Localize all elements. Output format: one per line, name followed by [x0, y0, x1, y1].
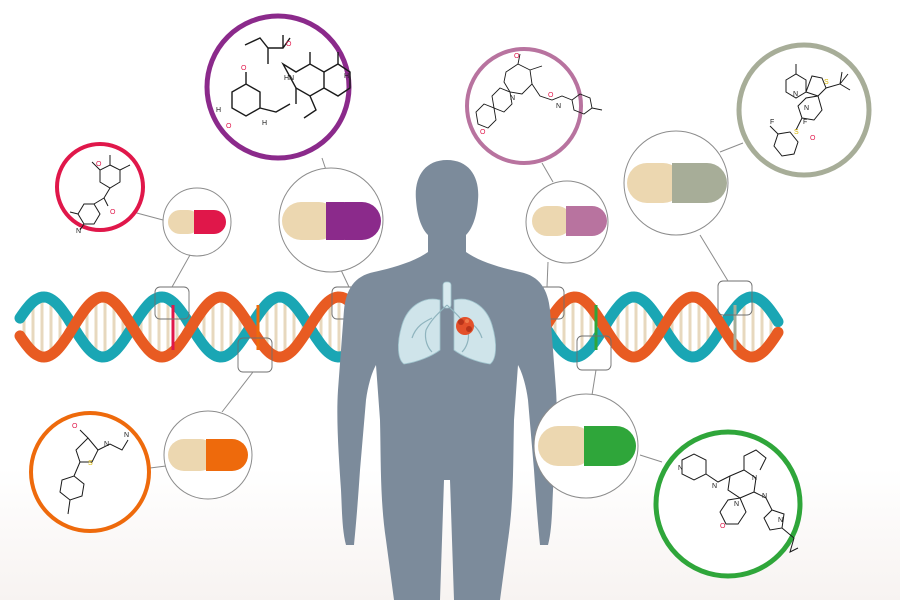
lungs [398, 281, 496, 365]
atom-label: O [72, 423, 78, 430]
atom-label: O [720, 523, 726, 530]
atom-label: N [734, 501, 739, 508]
atom-label: N [752, 475, 757, 482]
connector-lines [132, 142, 744, 469]
molecule-structure-mauve [475, 53, 603, 129]
atom-label: O [514, 53, 520, 60]
atom-label: N [678, 465, 683, 472]
molecule-badge-sage[interactable]: N S N S F F O [736, 42, 872, 178]
molecule-badge-purple[interactable]: O O HN H O H H [204, 13, 352, 161]
atom-label: O [286, 41, 292, 48]
atom-label: N [76, 228, 81, 235]
atom-label: O [241, 65, 247, 72]
atom-label: O [110, 209, 116, 216]
atom-label: O [226, 123, 232, 130]
atom-label: N [762, 493, 767, 500]
lung-tumor [456, 317, 474, 335]
atom-label: S [88, 460, 93, 467]
molecule-badge-mauve[interactable]: O N O N O [465, 47, 603, 165]
molecule-badges: O O N O O HN H O H H [29, 13, 872, 579]
right-lung [453, 298, 496, 365]
molecule-structure-orange [59, 429, 129, 515]
atom-label: N [712, 483, 717, 490]
highlight-box-sage [717, 280, 753, 316]
capsule-red[interactable] [162, 187, 232, 257]
atom-label: N [804, 105, 809, 112]
atom-label: F [770, 119, 774, 126]
connector-mauve-molecule [541, 162, 554, 183]
capsule-orange[interactable] [163, 410, 253, 500]
molecule-badge-green[interactable]: N N N N N N O [653, 429, 803, 579]
molecule-structure-sage [769, 64, 851, 157]
atom-label: S [824, 79, 829, 86]
connector-red-dna [171, 254, 191, 288]
highlight-box-green [576, 335, 612, 371]
connector-red-molecule [132, 211, 164, 221]
capsule-sage[interactable] [623, 130, 729, 236]
atom-label: N [778, 517, 783, 524]
atom-label: S [794, 129, 799, 136]
highlight-box-orange [237, 337, 273, 373]
atom-label: H [344, 73, 349, 80]
atom-label: O [480, 129, 486, 136]
atom-label: H [262, 120, 267, 127]
atom-label: O [548, 92, 554, 99]
connector-green-dna [591, 369, 597, 396]
molecule-structure-purple [231, 35, 351, 119]
molecule-structure-red [69, 155, 131, 231]
connector-sage-molecule [719, 142, 744, 153]
atom-label: O [96, 161, 102, 168]
capsule-green[interactable] [533, 393, 639, 499]
connector-orange-dna [221, 371, 254, 413]
connector-mauve-dna [546, 261, 549, 288]
molecule-badge-red[interactable]: O O N [55, 142, 145, 235]
capsule-mauve[interactable] [525, 180, 609, 264]
capsule-purple[interactable] [278, 167, 384, 273]
molecule-structure-green [681, 449, 799, 553]
connector-orange-molecule [149, 465, 167, 469]
atom-label: HN [284, 75, 294, 82]
connector-green-molecule [639, 454, 663, 463]
atom-label: F [803, 119, 807, 126]
atom-label: N [510, 95, 515, 102]
atom-label: N [104, 441, 109, 448]
human-body-silhouette [337, 160, 557, 600]
left-lung [398, 298, 441, 365]
body-silhouette [337, 160, 557, 600]
drug-capsules [162, 130, 729, 500]
atom-label: H [216, 107, 221, 114]
connector-sage-dna [699, 234, 729, 282]
molecule-badge-orange[interactable]: O S N N [29, 411, 151, 533]
trachea [442, 281, 452, 309]
connector-purple-dna [340, 269, 350, 288]
atom-label: N [124, 432, 129, 439]
atom-label: O [810, 135, 816, 142]
atom-label: N [556, 103, 561, 110]
atom-label: N [793, 91, 798, 98]
